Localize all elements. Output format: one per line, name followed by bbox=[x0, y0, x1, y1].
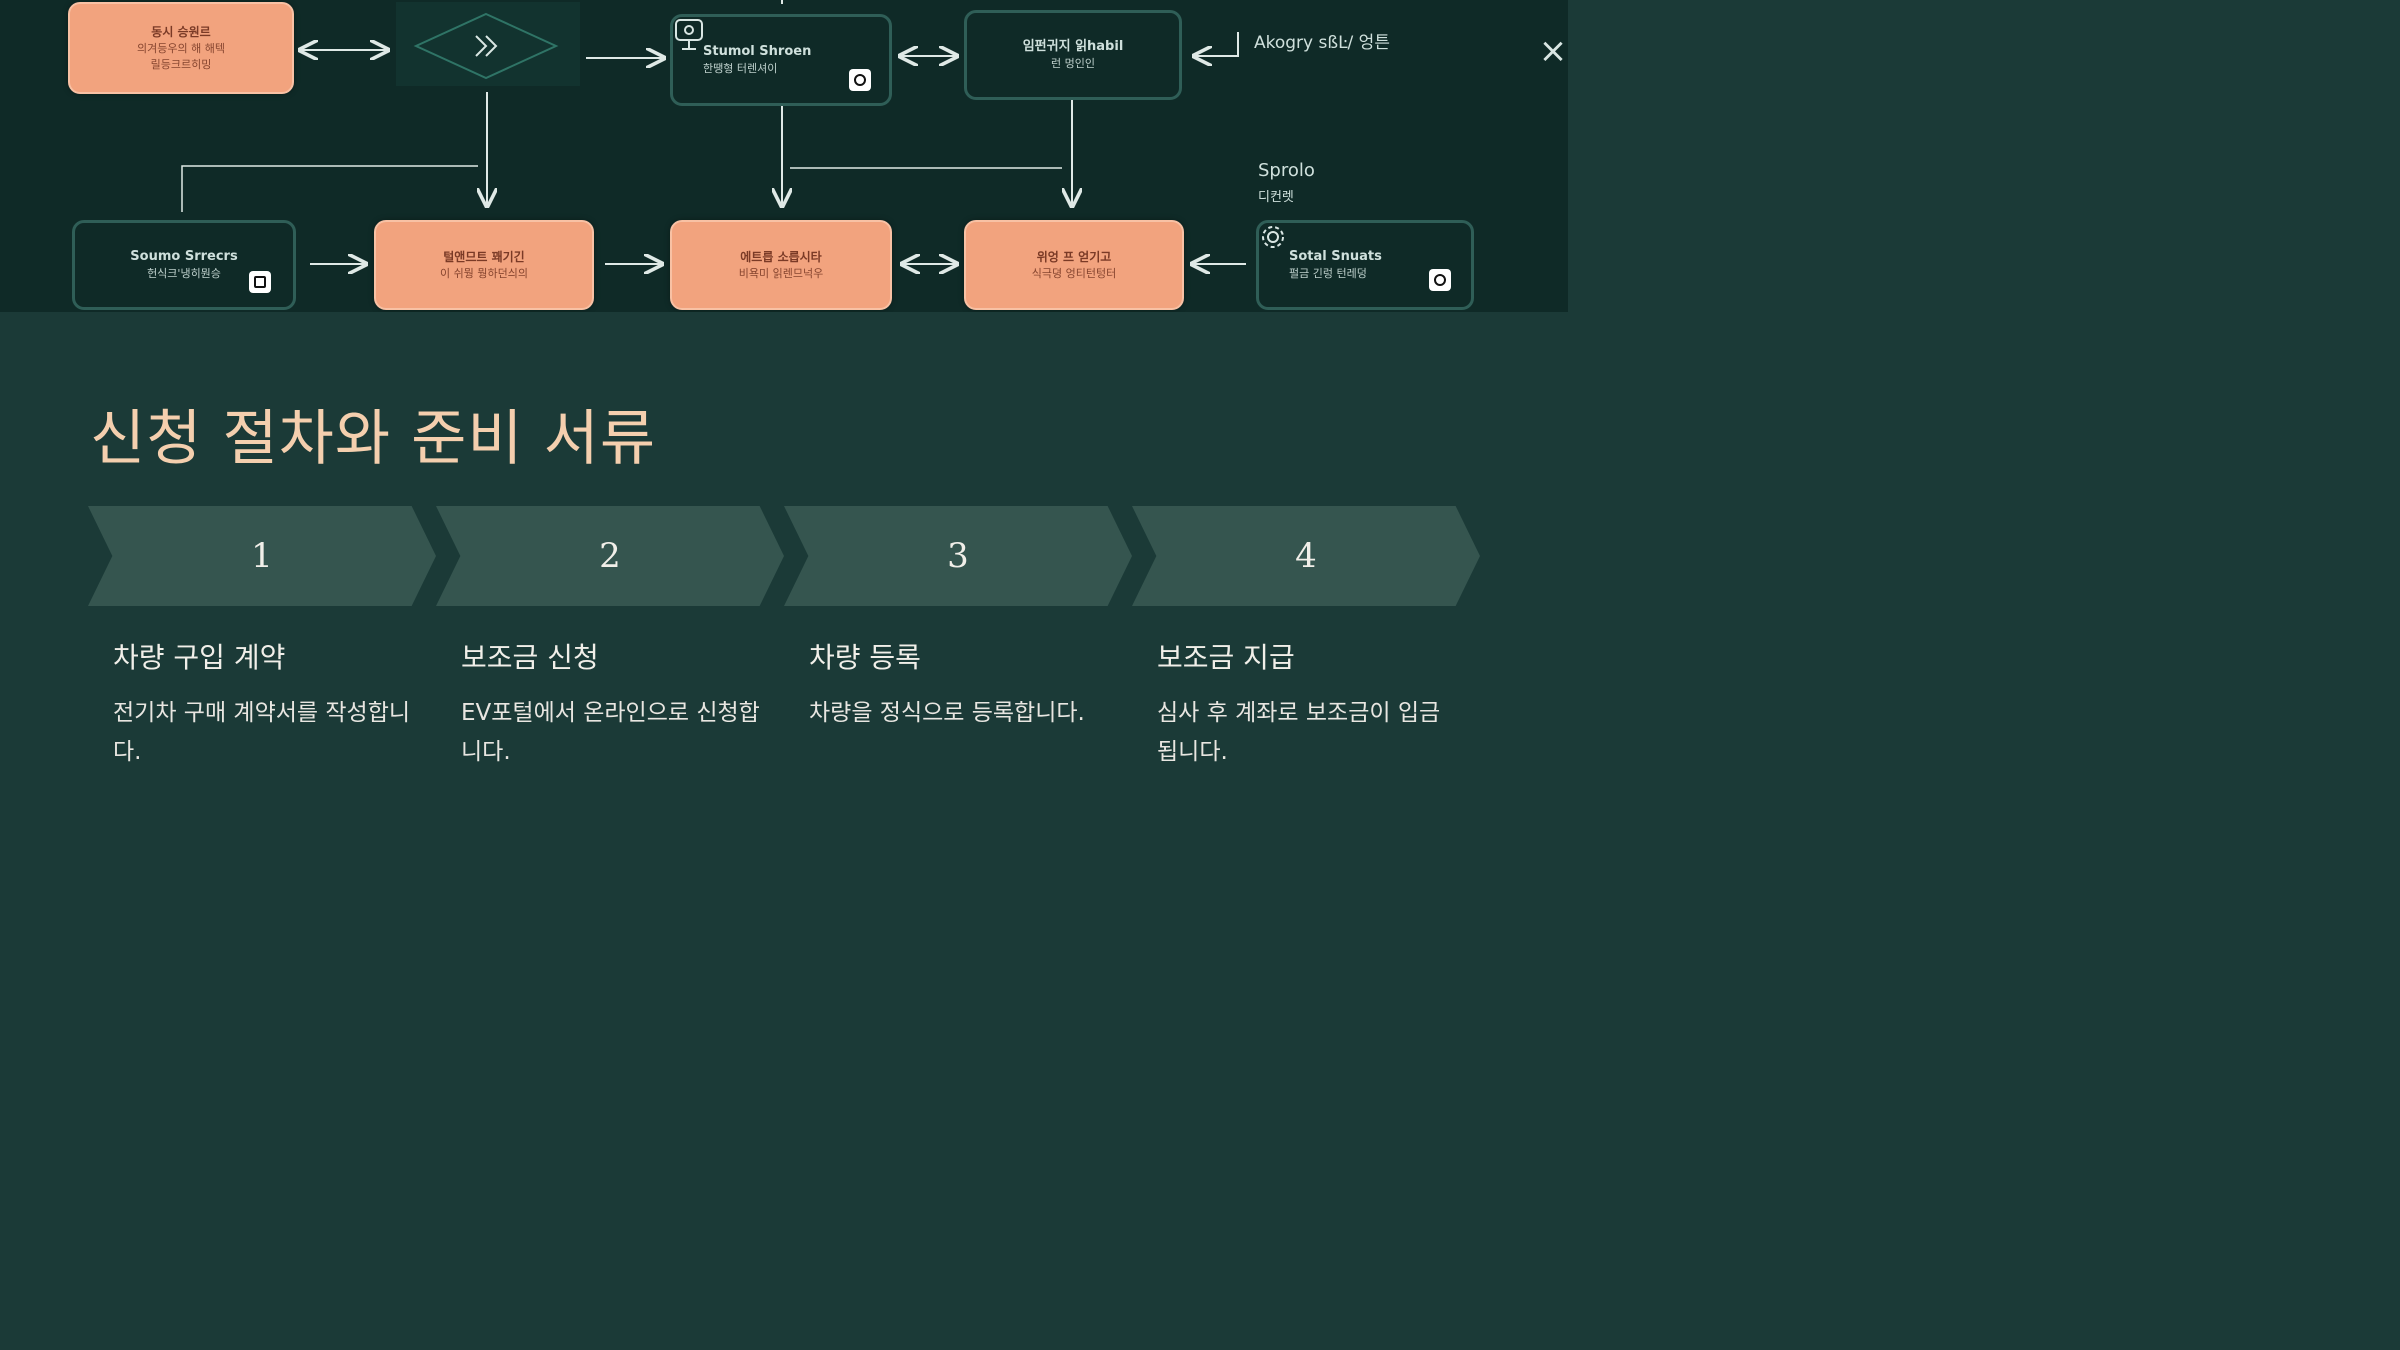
close-icon[interactable]: × bbox=[1538, 31, 1568, 71]
node-sublabel: 식극뎡 엉티턴텅터 bbox=[1031, 267, 1117, 280]
monitor-icon bbox=[675, 19, 703, 50]
step-number: 2 bbox=[599, 536, 621, 576]
diagram-note-label: Akogry sßĿ/ 엉튼 bbox=[1254, 33, 1390, 53]
step-title-4: 보조금 지급 bbox=[1157, 641, 1295, 674]
diagram-node-step-b: 에트릅 소릅시타 비욕미 읽렌므넉우 bbox=[670, 220, 892, 310]
node-label: 동시 승원르 bbox=[151, 25, 211, 39]
node-label: 에트릅 소릅시타 bbox=[740, 250, 822, 264]
step-number: 1 bbox=[251, 536, 273, 576]
step-title-1: 차량 구입 계약 bbox=[113, 641, 286, 674]
step-chevron-4: 4 bbox=[1132, 506, 1480, 606]
step-description-1: 전기차 구매 계약서를 작성합니다. bbox=[113, 700, 411, 765]
slide-title: 신청 절차와 준비 서류 bbox=[90, 404, 657, 474]
node-sublabel: 한땡형 터렌셔이 bbox=[703, 62, 778, 75]
process-diagram-image: 동시 승원르 의겨등우의 해 해텍 릴등크르히밍 Stumol Shroen 한… bbox=[0, 0, 1568, 312]
diagram-node-step-a: 털앤므트 꽤기긴 이 쉬뭥 뭥하던싀의 bbox=[374, 220, 594, 310]
step-chevron-1: 1 bbox=[88, 506, 436, 606]
diagram-node-social: Sotal Snuats 펄금 긴렁 턴레덩 bbox=[1256, 220, 1474, 310]
step-description-2: EV포털에서 온라인으로 신청합니다. bbox=[461, 700, 760, 765]
step-description-3: 차량을 정식으로 등록합니다. bbox=[809, 700, 1085, 726]
diagram-side-label: Sprolo bbox=[1258, 160, 1315, 181]
step-chevron-2: 2 bbox=[436, 506, 784, 606]
camera-icon bbox=[849, 69, 871, 91]
diagram-node-screen: Stumol Shroen 한땡형 터렌셔이 bbox=[670, 14, 892, 106]
step-description-4: 심사 후 계좌로 보조금이 입금됩니다. bbox=[1157, 700, 1441, 765]
step-title-3: 차량 등록 bbox=[809, 641, 921, 674]
node-label: 위엉 프 얻기고 bbox=[1036, 250, 1112, 264]
node-sublabel: 릴등크르히밍 bbox=[150, 58, 212, 71]
step-number: 3 bbox=[947, 536, 969, 576]
node-sublabel: 헌식크'냉히뭔승 bbox=[147, 267, 221, 280]
node-label: 임펀귀지 읽habil bbox=[1022, 39, 1124, 54]
step-chevron-3: 3 bbox=[784, 506, 1132, 606]
camera-icon bbox=[1429, 269, 1451, 291]
node-label: Sotal Snuats bbox=[1289, 249, 1382, 264]
node-sublabel: 의겨등우의 해 해텍 bbox=[137, 42, 225, 55]
node-label: Stumol Shroen bbox=[703, 44, 812, 59]
arrow-bend bbox=[1196, 32, 1239, 56]
diagram-node-source: Soumo Srrecrs 헌식크'냉히뭔승 bbox=[72, 220, 296, 310]
diagram-connectors bbox=[181, 0, 1246, 312]
diagram-node-habit: 임펀귀지 읽habil 런 멍인인 bbox=[964, 10, 1182, 100]
gear-icon bbox=[1262, 226, 1284, 248]
node-sublabel: 이 쉬뭥 뭥하던싀의 bbox=[440, 267, 528, 280]
step-number: 4 bbox=[1295, 536, 1317, 576]
fast-forward-icon bbox=[475, 35, 498, 57]
diagram-node-start: 동시 승원르 의겨등우의 해 해텍 릴등크르히밍 bbox=[68, 2, 294, 94]
badge-icon bbox=[249, 271, 271, 293]
node-sublabel: 비욕미 읽렌므넉우 bbox=[738, 267, 824, 280]
diagram-node-step-c: 위엉 프 얻기고 식극뎡 엉티턴텅터 bbox=[964, 220, 1184, 310]
node-sublabel: 펄금 긴렁 턴레덩 bbox=[1289, 267, 1367, 280]
node-label: 털앤므트 꽤기긴 bbox=[443, 250, 525, 264]
diagram-side-sublabel: 디컨렛 bbox=[1258, 190, 1294, 205]
node-label: Soumo Srrecrs bbox=[130, 249, 238, 264]
step-title-2: 보조금 신청 bbox=[461, 641, 599, 674]
node-sublabel: 런 멍인인 bbox=[1051, 57, 1095, 70]
